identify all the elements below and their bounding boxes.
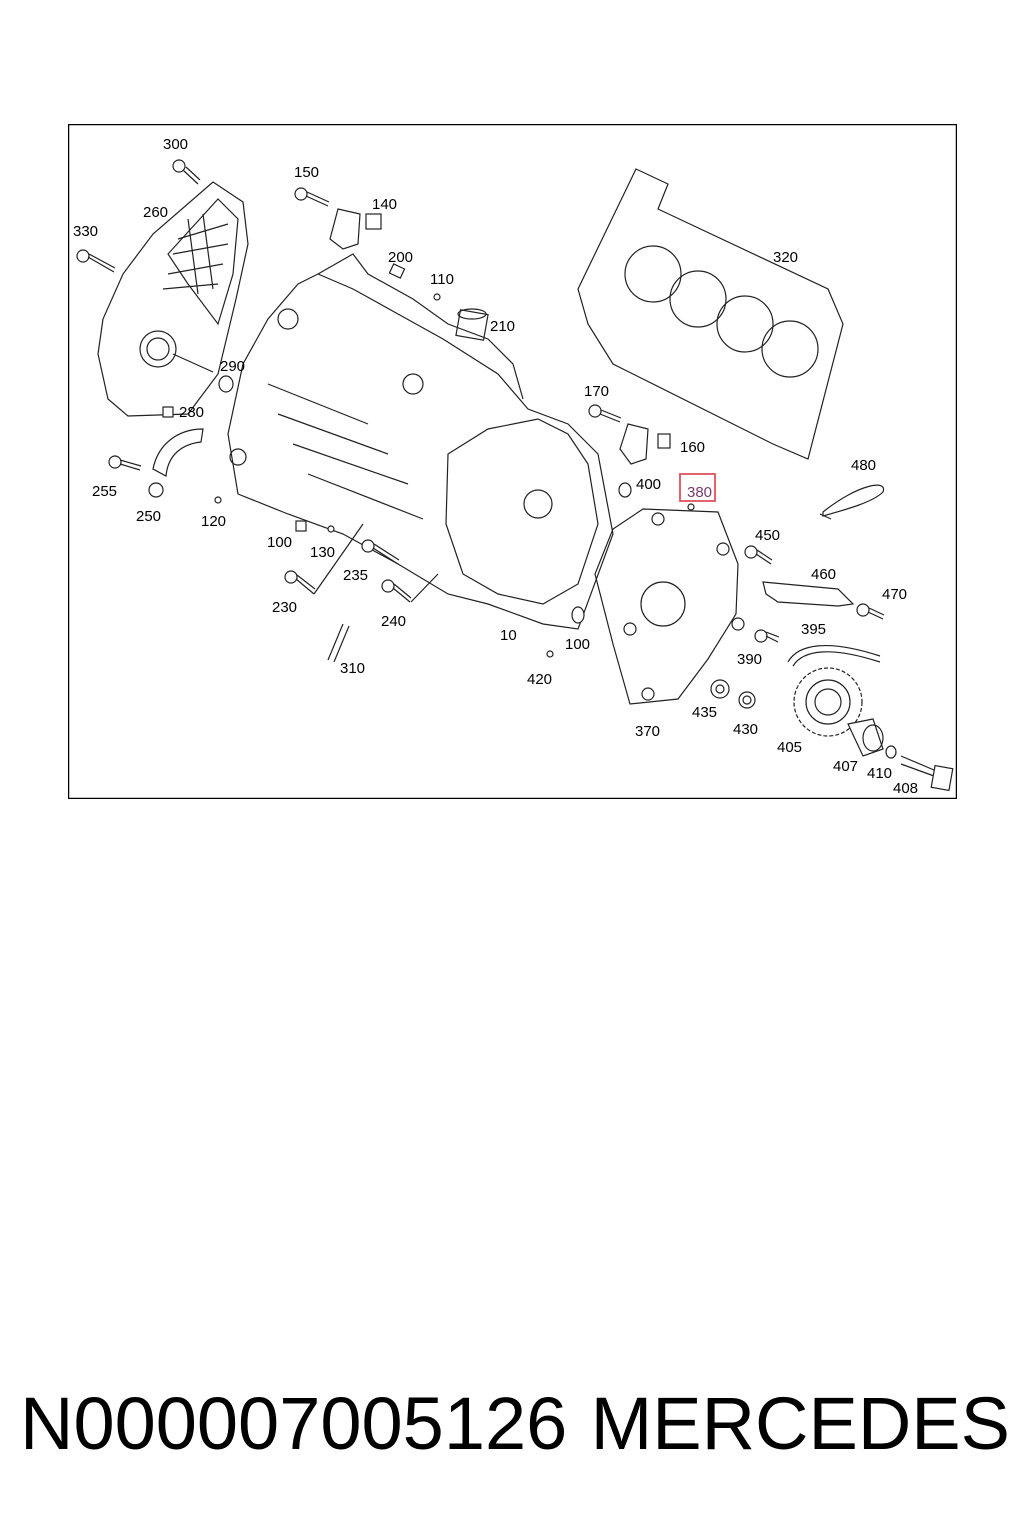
- bolt-235: [361, 539, 400, 565]
- bracket-460: [762, 581, 855, 607]
- highlighted-part-380: [679, 473, 716, 511]
- seal-435: [710, 679, 730, 699]
- washer-410: [885, 745, 897, 759]
- label-170: 170: [584, 383, 609, 400]
- brand-name: MERCEDES: [590, 1381, 1010, 1465]
- label-460: 460: [811, 566, 836, 583]
- parts-diagram: 300 150 140 260 330 200 110 210 320 290 …: [68, 124, 957, 799]
- leader-lines: [313, 523, 439, 603]
- head-gasket-part: [577, 168, 844, 460]
- label-435: 435: [692, 704, 717, 721]
- label-240: 240: [381, 613, 406, 630]
- label-380: 380: [687, 484, 712, 501]
- label-260: 260: [143, 204, 168, 221]
- engine-block-part: [227, 253, 614, 630]
- label-330: 330: [73, 223, 98, 240]
- bracket-250: [148, 428, 204, 498]
- bolt-230: [284, 570, 316, 595]
- bolt-300: [172, 159, 201, 185]
- label-430: 430: [733, 721, 758, 738]
- bolt-390: [754, 629, 780, 643]
- label-10: 10: [500, 627, 517, 644]
- plug-420: [546, 650, 554, 658]
- bolt-255: [108, 455, 142, 471]
- label-230: 230: [272, 599, 297, 616]
- label-408: 408: [893, 780, 918, 797]
- hub-407: [847, 718, 884, 757]
- label-200: 200: [388, 249, 413, 266]
- pin-200: [388, 263, 406, 279]
- seal-100b: [571, 606, 585, 624]
- bolt-408: [900, 755, 954, 792]
- plug-110: [433, 293, 441, 301]
- plug-130: [327, 525, 335, 533]
- label-405: 405: [777, 739, 802, 756]
- label-120: 120: [201, 513, 226, 530]
- pipe-395: [787, 645, 881, 667]
- stud-310: [327, 623, 350, 663]
- label-410: 410: [867, 765, 892, 782]
- label-400: 400: [636, 476, 661, 493]
- label-395: 395: [801, 621, 826, 638]
- part-number: N000007005126: [20, 1381, 568, 1465]
- highlight-box: [679, 473, 716, 502]
- label-290: 290: [220, 358, 245, 375]
- label-390: 390: [737, 651, 762, 668]
- bolt-240: [381, 579, 412, 603]
- bolt-470: [856, 603, 885, 620]
- plug-430: [738, 691, 756, 709]
- bolt-330: [76, 249, 116, 273]
- label-210: 210: [490, 318, 515, 335]
- label-407: 407: [833, 758, 858, 775]
- bracket-160: [619, 423, 671, 465]
- label-250: 250: [136, 508, 161, 525]
- label-480: 480: [851, 457, 876, 474]
- bolt-150: [294, 187, 330, 207]
- label-110: 110: [430, 271, 454, 288]
- label-140: 140: [372, 196, 397, 213]
- label-470: 470: [882, 586, 907, 603]
- sleeve-280: [162, 406, 174, 418]
- label-420: 420: [527, 671, 552, 688]
- bolt-170: [588, 404, 622, 423]
- label-235: 235: [343, 567, 368, 584]
- label-130: 130: [310, 544, 335, 561]
- cable-tie-480: [819, 484, 885, 520]
- cover-plate-part: [594, 508, 745, 705]
- part-caption: N000007005126 MERCEDES: [20, 1378, 1010, 1468]
- label-320: 320: [773, 249, 798, 266]
- label-450: 450: [755, 527, 780, 544]
- sleeve-210: [455, 308, 489, 341]
- seal-400: [618, 482, 632, 498]
- label-280: 280: [179, 404, 204, 421]
- seal-290: [218, 375, 234, 393]
- bolt-450: [744, 545, 773, 565]
- label-310: 310: [340, 660, 365, 677]
- part-labels: 300 150 140 260 330 200 110 210 320 290 …: [73, 136, 918, 797]
- label-100a: 100: [267, 534, 292, 551]
- label-160: 160: [680, 439, 705, 456]
- label-370: 370: [635, 723, 660, 740]
- label-300: 300: [163, 136, 188, 153]
- label-255: 255: [92, 483, 117, 500]
- timing-cover-part: [97, 181, 249, 417]
- label-150: 150: [294, 164, 319, 181]
- bracket-140: [329, 208, 382, 250]
- pin-100a: [295, 520, 307, 532]
- gear-405: [793, 667, 863, 737]
- plug-120: [214, 496, 222, 504]
- label-100b: 100: [565, 636, 590, 653]
